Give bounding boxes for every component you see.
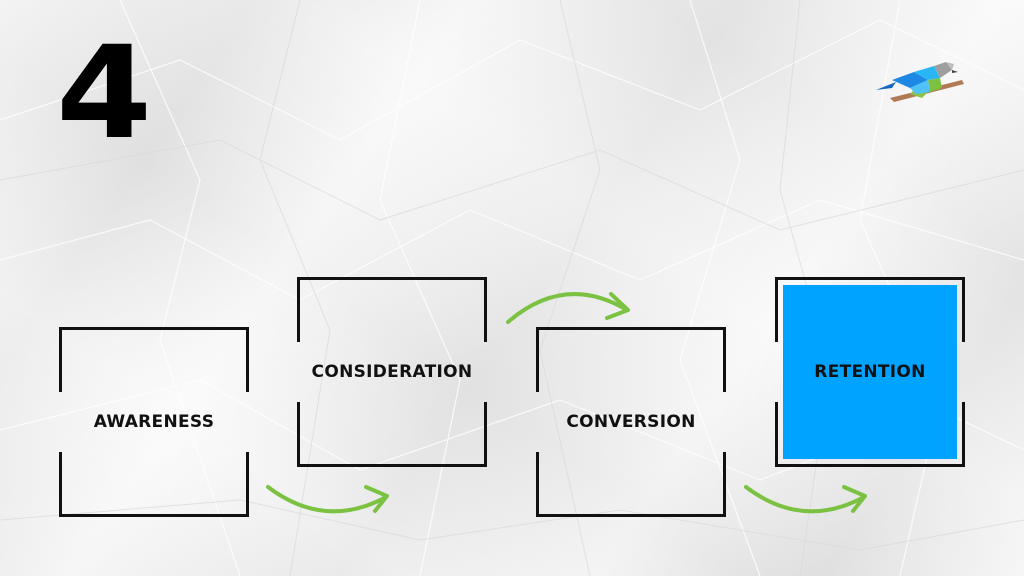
bracket-frame [536,327,726,517]
highlight-fill [783,285,957,459]
bird-icon [876,62,964,102]
stage-conversion: CONVERSION [536,327,726,517]
stage-awareness: AWARENESS [59,327,249,517]
stage-label: CONVERSION [566,412,696,432]
stage-label: AWARENESS [93,412,215,432]
bracket-frame [775,277,965,467]
stage-label: CONSIDERATION [311,362,473,382]
stage-retention: RETENTION [775,277,965,467]
stage-consideration: CONSIDERATION [297,277,487,467]
stage-label: RETENTION [814,362,926,382]
bracket-frame [59,327,249,517]
bracket-frame [297,277,487,467]
slide-number: 4 [56,19,152,168]
